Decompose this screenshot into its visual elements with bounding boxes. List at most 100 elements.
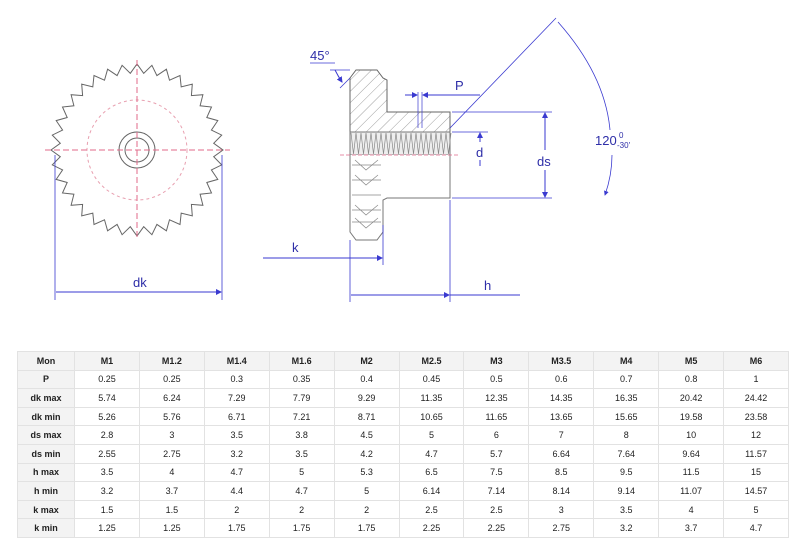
table-cell: 19.58 bbox=[658, 406, 725, 427]
angle-tol-lower: -30' bbox=[617, 141, 631, 150]
table-cell: 7.21 bbox=[268, 406, 335, 427]
column-header: M3.5 bbox=[528, 351, 595, 371]
table-cell: 6 bbox=[463, 425, 530, 445]
table-cell: 5.26 bbox=[74, 406, 140, 427]
table-cell: 1.25 bbox=[138, 518, 205, 538]
table-cell: 4.7 bbox=[268, 481, 335, 501]
column-header: M1.2 bbox=[138, 351, 205, 371]
table-cell: 12.35 bbox=[463, 388, 530, 408]
table-cell: 2.8 bbox=[74, 425, 140, 445]
column-header: M1 bbox=[74, 351, 140, 371]
h-label: h bbox=[484, 278, 491, 293]
side-view: 45° P d ds 120 0 -30' k h bbox=[263, 17, 631, 302]
table-cell: 9.5 bbox=[593, 462, 660, 483]
table-cell: 6.14 bbox=[398, 481, 465, 501]
row-label: h max bbox=[17, 462, 75, 483]
table-cell: 0.35 bbox=[268, 369, 335, 390]
table-cell: 0.7 bbox=[593, 369, 660, 390]
table-cell: 3.2 bbox=[203, 443, 270, 464]
d-label: d bbox=[476, 145, 483, 160]
table-cell: 8.14 bbox=[528, 481, 595, 501]
table-cell: 6.5 bbox=[398, 462, 465, 483]
thread-teeth bbox=[350, 132, 452, 155]
table-cell: 0.45 bbox=[398, 369, 465, 390]
table-cell: 2.75 bbox=[138, 443, 205, 464]
table-cell: 7.29 bbox=[203, 388, 270, 408]
table-cell: 10 bbox=[658, 425, 725, 445]
row-label: h min bbox=[17, 481, 75, 501]
table-cell: 5.3 bbox=[333, 462, 400, 483]
table-cell: 0.25 bbox=[74, 369, 140, 390]
row-label: P bbox=[17, 369, 75, 390]
table-cell: 5 bbox=[398, 425, 465, 445]
column-header: M4 bbox=[593, 351, 660, 371]
section-hatch bbox=[349, 69, 451, 133]
angle-tol-upper: 0 bbox=[619, 131, 624, 140]
table-cell: 4 bbox=[138, 462, 205, 483]
table-cell: 2 bbox=[333, 499, 400, 520]
table-cell: 8 bbox=[593, 425, 660, 445]
table-cell: 5.76 bbox=[138, 406, 205, 427]
table-cell: 0.6 bbox=[528, 369, 595, 390]
table-cell: 11.5 bbox=[658, 462, 725, 483]
table-cell: 1.75 bbox=[203, 518, 270, 538]
table-cell: 2.75 bbox=[528, 518, 595, 538]
table-cell: 20.42 bbox=[658, 388, 725, 408]
table-cell: 10.65 bbox=[398, 406, 465, 427]
column-header: M1.6 bbox=[268, 351, 335, 371]
column-header: M6 bbox=[723, 351, 789, 371]
table-cell: 3 bbox=[138, 425, 205, 445]
table-cell: 1.75 bbox=[268, 518, 335, 538]
table-cell: 7.5 bbox=[463, 462, 530, 483]
table-cell: 2.55 bbox=[74, 443, 140, 464]
table-cell: 4.2 bbox=[333, 443, 400, 464]
table-cell: 5 bbox=[333, 481, 400, 501]
table-cell: 4.5 bbox=[333, 425, 400, 445]
row-label: dk min bbox=[17, 406, 75, 427]
table-cell: 12 bbox=[723, 425, 789, 445]
technical-drawing: dk 45° P d ds 120 0 bbox=[45, 17, 631, 302]
table-cell: 2 bbox=[268, 499, 335, 520]
table-cell: 14.57 bbox=[723, 481, 789, 501]
table-cell: 14.35 bbox=[528, 388, 595, 408]
table-cell: 1.25 bbox=[74, 518, 140, 538]
table-cell: 15 bbox=[723, 462, 789, 483]
table-cell: 23.58 bbox=[723, 406, 789, 427]
table-cell: 7.79 bbox=[268, 388, 335, 408]
table-cell: 9.14 bbox=[593, 481, 660, 501]
row-label-header: Mon bbox=[17, 351, 75, 371]
table-cell: 16.35 bbox=[593, 388, 660, 408]
table-cell: 3.5 bbox=[203, 425, 270, 445]
table-cell: 15.65 bbox=[593, 406, 660, 427]
table-cell: 3.5 bbox=[268, 443, 335, 464]
table-cell: 3.7 bbox=[138, 481, 205, 501]
table-cell: 4.4 bbox=[203, 481, 270, 501]
front-view: dk bbox=[45, 60, 230, 300]
row-label: ds min bbox=[17, 443, 75, 464]
table-cell: 4.7 bbox=[723, 518, 789, 538]
angle-45-label: 45° bbox=[310, 48, 330, 63]
ds-label: ds bbox=[537, 154, 551, 169]
table-cell: 1 bbox=[723, 369, 789, 390]
table-cell: 3.7 bbox=[658, 518, 725, 538]
table-cell: 4 bbox=[658, 499, 725, 520]
table-cell: 1.5 bbox=[138, 499, 205, 520]
k-label: k bbox=[292, 240, 299, 255]
table-cell: 7.64 bbox=[593, 443, 660, 464]
table-cell: 2.5 bbox=[398, 499, 465, 520]
table-cell: 5.7 bbox=[463, 443, 530, 464]
table-cell: 8.5 bbox=[528, 462, 595, 483]
table-cell: 2.25 bbox=[463, 518, 530, 538]
table-cell: 1.5 bbox=[74, 499, 140, 520]
table-cell: 11.57 bbox=[723, 443, 789, 464]
table-cell: 6.24 bbox=[138, 388, 205, 408]
